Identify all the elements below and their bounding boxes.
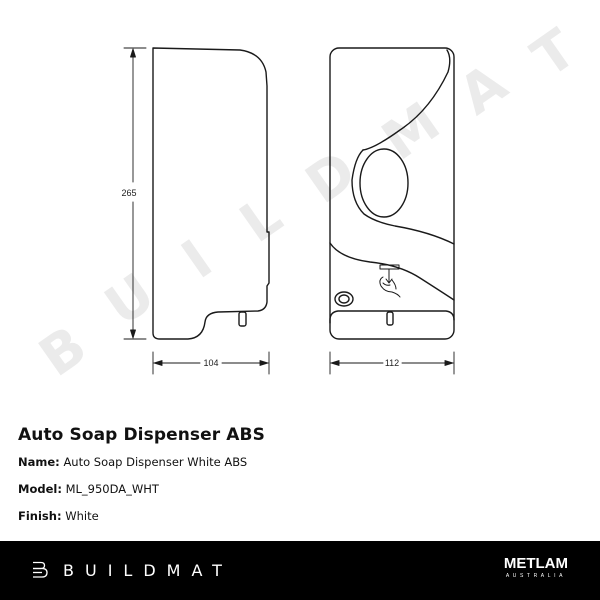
width-dimension-side: [152, 351, 270, 375]
svg-text:L: L: [229, 184, 293, 255]
spec-key: Name:: [18, 455, 60, 469]
buildmat-watermark: B U I L D M A T: [28, 17, 587, 389]
svg-text:A: A: [448, 51, 519, 127]
product-info: Auto Soap Dispenser ABS Name: Auto Soap …: [18, 425, 265, 536]
spec-value: White: [65, 509, 99, 523]
svg-text:I: I: [171, 228, 224, 291]
side-view: [152, 47, 270, 340]
metlam-logo: METLAM AUSTRALIA: [504, 556, 568, 580]
spec-finish: Finish: White: [18, 509, 265, 523]
height-dimension: [123, 47, 147, 340]
spec-key: Model:: [18, 482, 62, 496]
metlam-wordmark: METLAM: [503, 555, 568, 572]
spec-value: Auto Soap Dispenser White ABS: [63, 455, 248, 469]
product-title: Auto Soap Dispenser ABS: [18, 425, 265, 445]
front-view: [329, 47, 455, 340]
sensor-window-icon: [359, 148, 409, 218]
svg-text:T: T: [521, 17, 587, 90]
svg-text:U: U: [94, 261, 166, 338]
metlam-subtext: AUSTRALIA: [505, 573, 567, 579]
svg-text:M: M: [371, 90, 451, 172]
buildmat-logo: BUILDMAT: [31, 558, 233, 582]
spec-key: Finish:: [18, 509, 62, 523]
technical-drawing: B U I L D M A T: [28, 17, 587, 389]
spec-value: ML_950DA_WHT: [65, 482, 159, 496]
footer-bar: BUILDMAT METLAM AUSTRALIA: [0, 541, 600, 600]
nozzle-icon: [238, 311, 247, 327]
buildmat-wordmark: BUILDMAT: [63, 560, 233, 580]
side-width-dim-label: 104: [203, 358, 218, 368]
svg-text:B: B: [28, 314, 98, 389]
spec-name: Name: Auto Soap Dispenser White ABS: [18, 455, 265, 469]
hand-sensor-icon: [379, 264, 401, 298]
front-width-dim-label: 112: [385, 358, 399, 368]
buildmat-b-icon: [33, 561, 48, 578]
nozzle-icon: [386, 311, 394, 326]
height-dim-label: 265: [121, 188, 136, 198]
width-dimension-front: [329, 351, 455, 375]
spec-model: Model: ML_950DA_WHT: [18, 482, 265, 496]
power-button-icon: [334, 291, 354, 307]
